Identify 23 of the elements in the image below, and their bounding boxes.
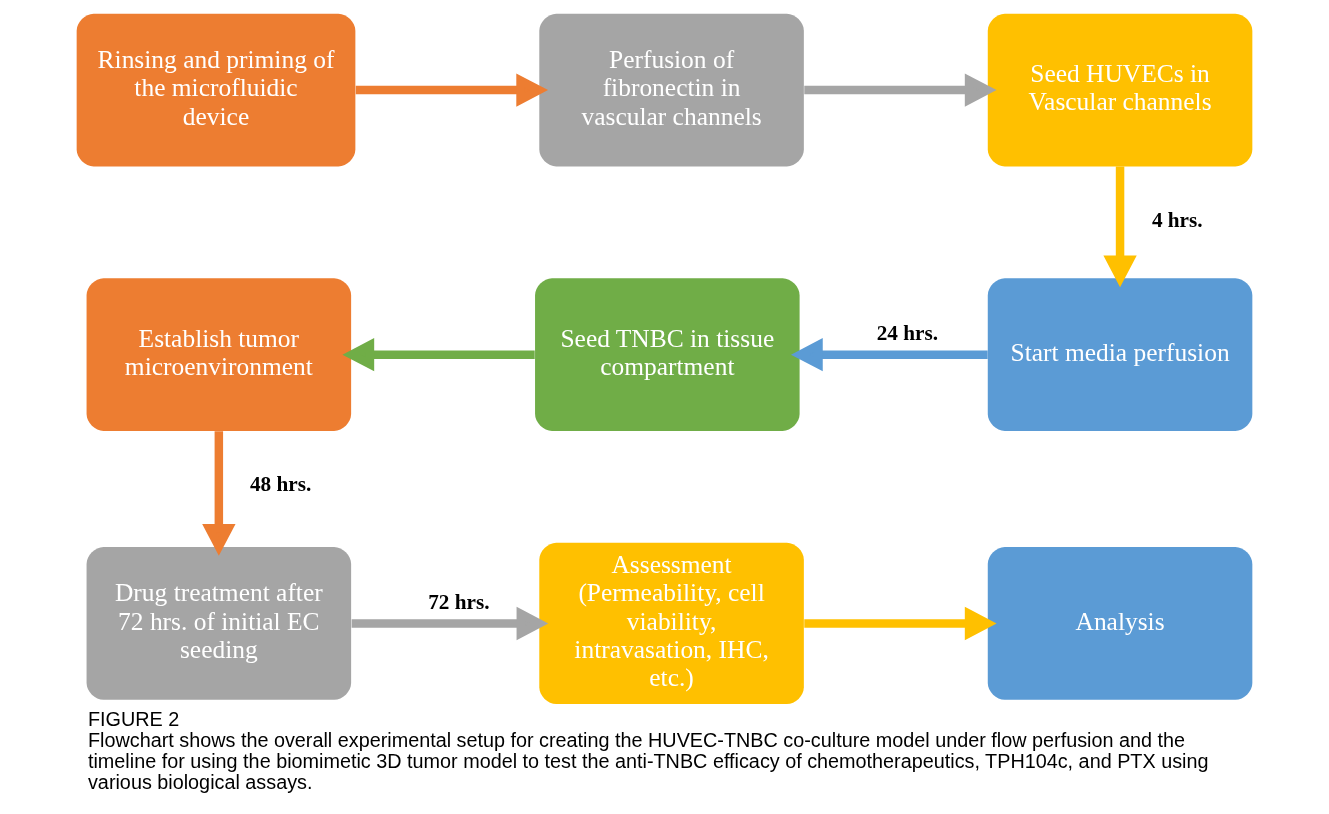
node-box: Seed HUVECs in Vascular channels xyxy=(987,13,1253,167)
node-box: Start media perfusion xyxy=(987,278,1253,432)
caption: Flowchart shows the overall experimental setup for creating the HUVEC-TNBC co-culture model under flow perfusion and the timeline for using the biomimetic 3D tumor model to test the anti-TNBC efficacy of chemotherapeutics, TPH104c, and PTX using various biological assays. xyxy=(87,728,1209,794)
arrow xyxy=(804,606,997,641)
arrow xyxy=(202,431,236,556)
node-box: Assessment (Permeability, cell viability, intravasation, IHC, etc.) xyxy=(539,542,804,705)
arrow xyxy=(790,337,988,372)
node-box: Seed TNBC in tissue compartment xyxy=(535,278,800,432)
node-box: Drug treatment after 72 hrs. of initial EC seeding xyxy=(86,547,352,700)
arrow xyxy=(1103,166,1137,288)
node-box: Perfusion of fibronectin in vascular channels xyxy=(539,13,804,167)
diagram-title: FIGURE 2 xyxy=(87,707,180,730)
arrow xyxy=(342,337,535,372)
arrow xyxy=(351,606,549,641)
edge-label: 72 hrs. xyxy=(428,589,490,614)
edge-label: 48 hrs. xyxy=(249,472,312,497)
edge-label: 24 hrs. xyxy=(876,320,939,345)
node-box: Establish tumor microenvironment xyxy=(86,278,352,432)
arrow xyxy=(804,73,997,107)
edge-label: 4 hrs. xyxy=(1151,207,1203,232)
node-box: Rinsing and priming of the microfluidic device xyxy=(76,13,356,167)
node-box: Analysis xyxy=(987,547,1253,700)
arrow xyxy=(355,73,549,107)
